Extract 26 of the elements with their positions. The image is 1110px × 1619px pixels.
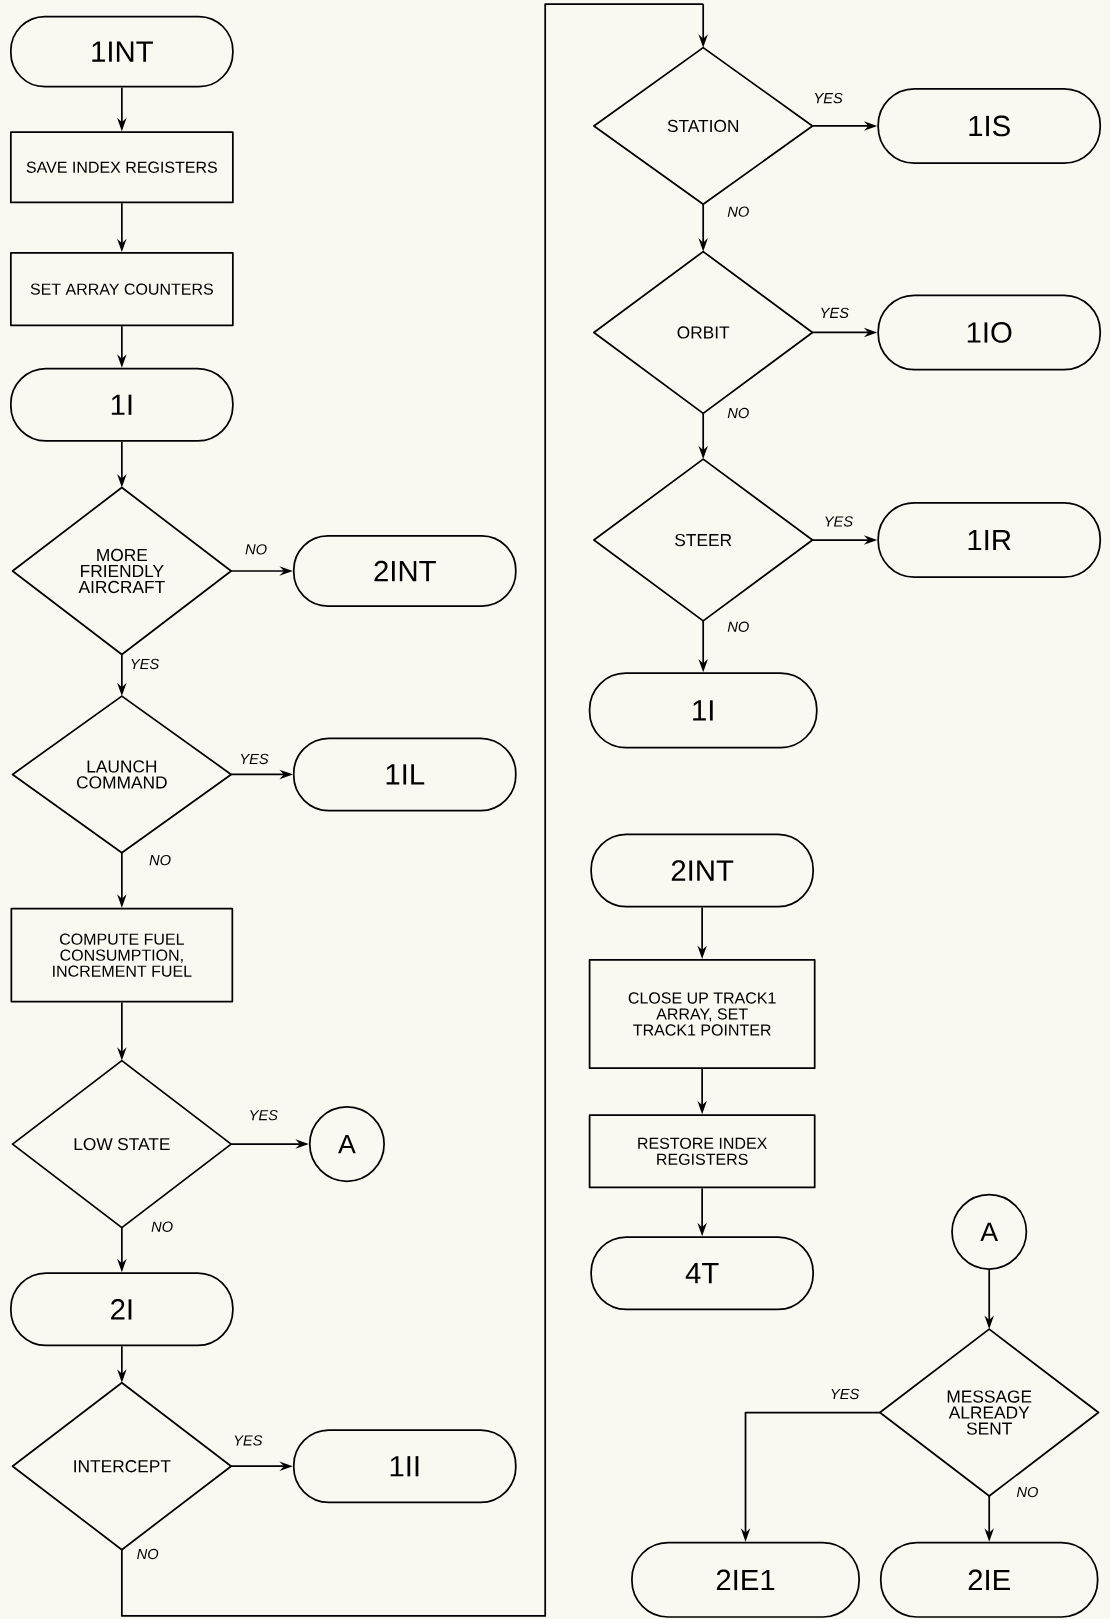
- terminal-box: 2I: [9, 1272, 234, 1347]
- terminal-box: 4T: [590, 1236, 814, 1311]
- edge-label: YES: [238, 752, 270, 766]
- terminal-box: 1INT: [9, 15, 234, 88]
- terminal-box: 2IE1: [631, 1541, 860, 1618]
- process-box: SET ARRAY COUNTERS: [9, 252, 234, 327]
- edge-label: NO: [725, 205, 751, 219]
- terminal-box: 2IE: [879, 1541, 1099, 1618]
- process-box: RESTORE INDEX REGISTERS: [588, 1114, 816, 1189]
- terminal-box: 1IL: [292, 737, 517, 812]
- process-box: COMPUTE FUEL CONSUMPTION, INCREMENT FUEL: [10, 907, 234, 1003]
- process-box: CLOSE UP TRACK1 ARRAY, SET TRACK1 POINTER: [588, 958, 816, 1070]
- terminal-box: 1II: [292, 1429, 517, 1504]
- terminal-box: 1IO: [877, 294, 1102, 371]
- terminal-box: 1IR: [877, 502, 1102, 579]
- terminal-box: 1I: [9, 367, 234, 442]
- edge-label: YES: [818, 306, 851, 320]
- terminal-box: 2INT: [590, 833, 814, 908]
- terminal-box: 2INT: [292, 535, 517, 607]
- edge-label: NO: [725, 620, 751, 634]
- edge-label: YES: [828, 1387, 861, 1401]
- connector-line: [120, 3, 705, 1617]
- terminal-box: 1I: [588, 672, 818, 749]
- process-box: SAVE INDEX REGISTERS: [9, 131, 234, 204]
- terminal-box: 1IS: [877, 87, 1102, 164]
- edge-label: YES: [128, 657, 161, 671]
